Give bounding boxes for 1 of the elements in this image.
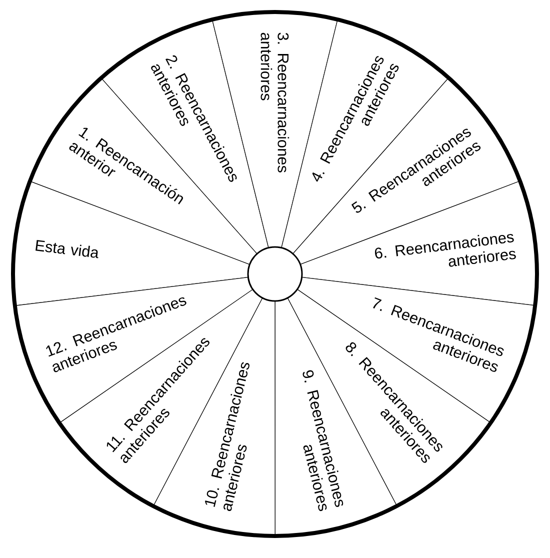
hub-circle — [247, 246, 303, 302]
